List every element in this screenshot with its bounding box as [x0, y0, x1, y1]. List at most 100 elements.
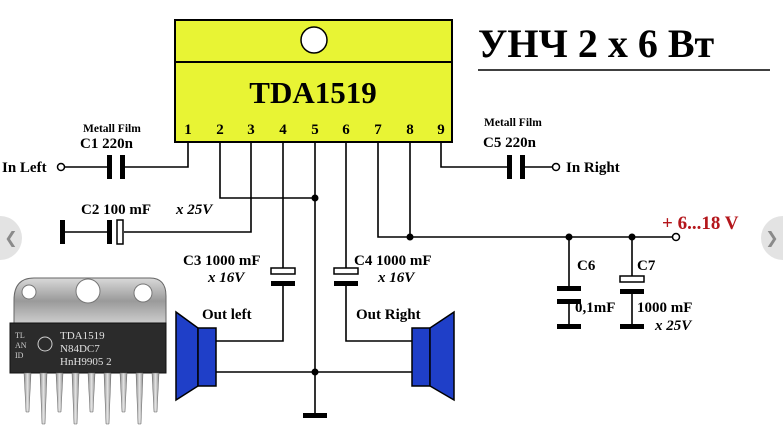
terminal-in-right: [551, 162, 561, 172]
chip-mounting-hole: [300, 26, 328, 54]
c7-plate-pos: [619, 275, 645, 283]
out-right-label: Out Right: [356, 307, 421, 323]
package-leg: [71, 372, 80, 425]
capacitor-c5: [507, 155, 525, 179]
wire-pin9: [440, 142, 507, 168]
terminals: [56, 162, 681, 242]
wire-pin2: [219, 142, 315, 199]
c2-ground-bar: [60, 220, 65, 244]
package-leg: [151, 372, 160, 413]
c6-plate: [557, 299, 581, 304]
c3-plate-neg: [271, 281, 295, 286]
pin-label: 5: [311, 122, 319, 138]
c5-plate: [520, 155, 525, 179]
supply-voltage-label: + 6...18 V: [662, 213, 739, 234]
package-logo-line: ID: [15, 351, 24, 360]
wire-pin3: [124, 142, 252, 233]
package-logo-line: AN: [15, 341, 27, 350]
c2-voltage: x 25V: [175, 202, 214, 218]
c3-voltage: x 16V: [207, 270, 246, 286]
package-leg: [87, 372, 96, 413]
c6-value: 0,1mF: [575, 300, 615, 316]
capacitor-c3: [270, 267, 296, 286]
c1-plate: [107, 155, 112, 179]
speaker-left: [175, 310, 217, 402]
capacitor-c6: [557, 286, 581, 329]
pin-label: 6: [342, 122, 350, 138]
wire-c4-out: [345, 286, 412, 342]
metall-film-label-right: Metall Film: [484, 117, 542, 129]
c7-value: 1000 mF: [637, 300, 692, 316]
capacitor-c2: [60, 219, 124, 245]
previous-image-arrow-icon[interactable]: ❮: [0, 216, 22, 260]
package-marking-line: HnH9905 2: [60, 356, 112, 368]
in-left-label: In Left: [2, 160, 47, 176]
speaker-right-magnet: [411, 327, 431, 387]
pin-label: 1: [184, 122, 192, 138]
c4-plate-neg: [334, 281, 358, 286]
c2-plate-pos: [116, 219, 124, 245]
terminal-supply: [671, 232, 681, 242]
pin-label: 8: [406, 122, 414, 138]
junction-dot: [311, 368, 319, 376]
capacitor-c1: [107, 155, 125, 179]
c3-plate-pos: [270, 267, 296, 275]
terminal-in-left: [56, 162, 66, 172]
c4-voltage: x 16V: [377, 270, 416, 286]
package-leg: [55, 372, 64, 413]
junction-dot: [311, 194, 319, 202]
wire-c3-out: [216, 286, 284, 342]
package-marking-line: N84DC7: [60, 343, 100, 355]
package-leg: [119, 372, 128, 413]
pin-label: 4: [279, 122, 287, 138]
package-marking-line: TDA1519: [60, 330, 105, 342]
pin-label: 3: [247, 122, 255, 138]
tda1519-package-photo: TL AN ID TDA1519 N84DC7 HnH9905 2: [9, 277, 167, 425]
c2-label: C2 100 mF: [81, 202, 151, 218]
package-tab-hole: [21, 284, 37, 300]
chip-name: TDA1519: [249, 75, 376, 110]
package-body: [9, 322, 167, 374]
next-image-arrow-icon[interactable]: ❯: [761, 216, 783, 260]
c7-voltage: x 25V: [654, 318, 693, 334]
c6-plate: [557, 286, 581, 291]
speaker-left-cone: [175, 310, 199, 402]
tda1519-chip: TDA1519 1 2 3 4 5 6 7 8 9: [174, 19, 453, 143]
package-logo-icon: [37, 336, 53, 352]
junction-dot: [406, 233, 414, 241]
c1-label: C1 220n: [80, 136, 134, 152]
junction-dots: [311, 194, 636, 376]
out-left-label: Out left: [202, 307, 252, 323]
in-right-label: In Right: [566, 160, 620, 176]
capacitor-c7: [619, 275, 645, 329]
c1-plate: [120, 155, 125, 179]
c6-label: C6: [577, 258, 596, 274]
c4-label: C4 1000 mF: [354, 253, 432, 269]
c3-label: C3 1000 mF: [183, 253, 261, 269]
pin-label: 2: [216, 122, 224, 138]
package-leg: [23, 372, 32, 413]
package-legs: [23, 372, 160, 425]
package-leg: [103, 372, 112, 425]
package-leg: [39, 372, 48, 425]
speaker-left-magnet: [197, 327, 217, 387]
title: УНЧ 2 x 6 Вт: [478, 21, 715, 66]
package-tab-hole: [133, 283, 153, 303]
c7-ground-bar: [620, 324, 644, 329]
package-logo-line: TL: [15, 331, 25, 340]
c2-plate-neg: [107, 220, 112, 244]
metall-film-label-left: Metall Film: [83, 123, 141, 135]
c5-plate: [507, 155, 512, 179]
c7-label: C7: [637, 258, 656, 274]
speaker-right: [411, 310, 455, 402]
pin-label: 7: [374, 122, 382, 138]
c5-label: C5 220n: [483, 135, 537, 151]
c7-plate-neg: [620, 289, 644, 294]
wire-pin1: [125, 142, 189, 168]
wire-pin7: [377, 142, 672, 238]
pin-label: 9: [437, 122, 445, 138]
capacitor-c4: [333, 267, 359, 286]
junction-dot: [628, 233, 636, 241]
